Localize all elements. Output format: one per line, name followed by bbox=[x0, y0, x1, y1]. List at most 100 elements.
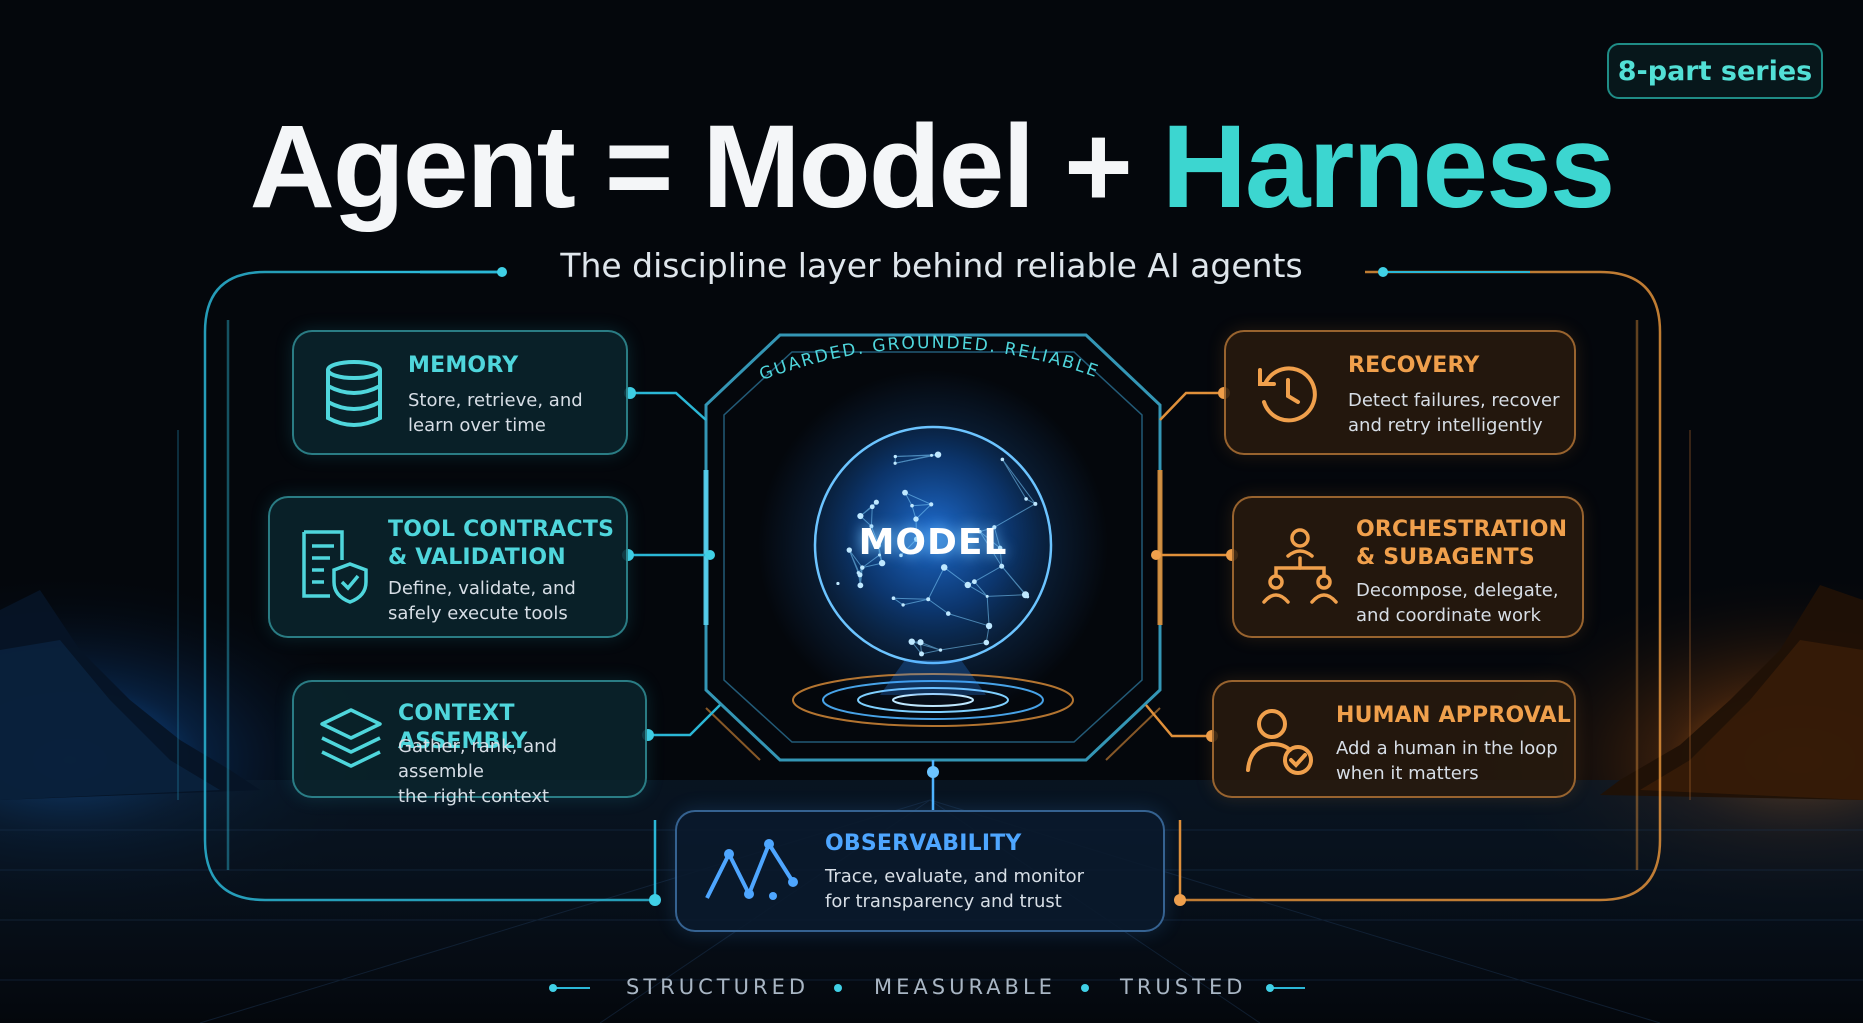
mesh-node bbox=[869, 504, 875, 510]
tool-contracts-card: TOOL CONTRACTS & VALIDATION Define, vali… bbox=[268, 496, 628, 638]
mesh-line bbox=[904, 492, 932, 505]
mesh-line bbox=[967, 584, 988, 597]
context-assembly-card: CONTEXT ASSEMBLY Gather, rank, and assem… bbox=[292, 680, 647, 807]
mesh-line bbox=[870, 526, 880, 546]
model-label: MODEL bbox=[858, 522, 1008, 563]
recovery-label: RECOVERY bbox=[1348, 353, 1480, 378]
mesh-node bbox=[992, 525, 997, 530]
shield-document-icon bbox=[302, 530, 368, 604]
mesh-node bbox=[878, 553, 882, 557]
main-title: Agent = Model + Harness bbox=[0, 108, 1863, 226]
mesh-line bbox=[870, 506, 873, 527]
mesh-node bbox=[913, 536, 920, 542]
mesh-node bbox=[869, 524, 874, 529]
org-chart-icon bbox=[1262, 528, 1338, 604]
layers-icon bbox=[320, 708, 382, 768]
mesh-line bbox=[915, 504, 932, 520]
mesh-node bbox=[997, 545, 1003, 551]
orchestration-desc: Decompose, delegate, and coordinate work bbox=[1356, 580, 1559, 626]
orchestration-label: ORCHESTRATION & SUBAGENTS bbox=[1356, 517, 1568, 570]
mesh-node bbox=[945, 611, 951, 616]
mesh-line bbox=[862, 562, 883, 569]
mesh-line bbox=[1001, 565, 1028, 598]
mesh-line bbox=[999, 547, 1003, 567]
mesh-node bbox=[908, 638, 915, 645]
mesh-node bbox=[917, 639, 924, 646]
mesh-node bbox=[999, 563, 1005, 569]
mesh-line bbox=[986, 596, 990, 626]
recovery-desc: Detect failures, recover and retry intel… bbox=[1348, 390, 1560, 436]
mesh-line bbox=[993, 527, 1001, 549]
mesh-node bbox=[902, 489, 908, 496]
observability-desc: Trace, evaluate, and monitor for transpa… bbox=[825, 866, 1084, 912]
mesh-line bbox=[848, 549, 861, 576]
mesh-node bbox=[978, 529, 982, 534]
mesh-line bbox=[979, 531, 1001, 549]
mesh-node bbox=[873, 499, 879, 505]
mesh-line bbox=[943, 567, 969, 586]
memory-label: MEMORY bbox=[408, 353, 519, 378]
mesh-node bbox=[1024, 497, 1028, 501]
mesh-node bbox=[846, 547, 852, 553]
mesh-node bbox=[860, 565, 865, 570]
mesh-line bbox=[974, 565, 1002, 583]
human-approval-label: HUMAN APPROVAL bbox=[1336, 703, 1571, 728]
mesh-line bbox=[979, 531, 1003, 567]
observability-label: OBSERVABILITY bbox=[825, 831, 1022, 856]
database-icon bbox=[326, 360, 382, 427]
mesh-line bbox=[927, 598, 949, 614]
mesh-line bbox=[893, 597, 904, 606]
mesh-line bbox=[915, 519, 918, 540]
mesh-line bbox=[940, 642, 987, 651]
mesh-node bbox=[929, 502, 934, 507]
mesh-line bbox=[893, 597, 929, 600]
footer-structured: STRUCTURED bbox=[626, 975, 810, 999]
mesh-node bbox=[901, 603, 905, 607]
mesh-node bbox=[919, 651, 925, 657]
mesh-line bbox=[987, 594, 1026, 597]
mesh-line bbox=[1001, 459, 1036, 505]
mesh-line bbox=[895, 454, 932, 464]
memory-card: MEMORY Store, retrieve, and learn over t… bbox=[292, 330, 628, 455]
mesh-node bbox=[926, 597, 931, 602]
footer-measurable: MEASURABLE bbox=[874, 975, 1056, 999]
mesh-line bbox=[900, 538, 917, 556]
mesh-line bbox=[979, 526, 995, 533]
mesh-node bbox=[1000, 457, 1005, 462]
mesh-node bbox=[913, 516, 919, 522]
title-part-accent: Harness bbox=[1161, 101, 1616, 233]
mesh-node bbox=[985, 622, 993, 630]
user-check-icon bbox=[1246, 709, 1313, 775]
context-assembly-label: CONTEXT ASSEMBLY bbox=[398, 701, 528, 754]
mesh-node bbox=[934, 451, 942, 458]
mesh-node bbox=[893, 454, 898, 459]
memory-desc: Store, retrieve, and learn over time bbox=[408, 390, 583, 436]
mesh-node bbox=[930, 453, 934, 457]
graph-icon bbox=[705, 839, 798, 900]
mesh-line bbox=[895, 454, 932, 458]
mesh-node bbox=[899, 553, 903, 558]
mesh-line bbox=[927, 567, 945, 600]
mesh-line bbox=[861, 554, 880, 569]
mesh-node bbox=[964, 581, 971, 589]
mesh-line bbox=[1001, 459, 1027, 500]
tool-contracts-desc: Define, validate, and safely execute too… bbox=[388, 578, 576, 624]
orchestration-card: ORCHESTRATION & SUBAGENTS Decompose, del… bbox=[1232, 496, 1584, 638]
mesh-node bbox=[891, 596, 896, 600]
mesh-node bbox=[940, 564, 948, 571]
mesh-line bbox=[948, 613, 990, 627]
mesh-line bbox=[848, 549, 863, 568]
mesh-node bbox=[857, 582, 864, 589]
tool-contracts-label: TOOL CONTRACTS & VALIDATION bbox=[388, 517, 615, 570]
history-icon bbox=[1258, 366, 1317, 423]
mesh-line bbox=[920, 641, 941, 651]
mesh-node bbox=[878, 559, 886, 567]
mesh-line bbox=[921, 649, 941, 655]
mesh-node bbox=[836, 581, 840, 586]
mesh-line bbox=[903, 598, 929, 606]
mesh-line bbox=[912, 503, 932, 507]
mesh-node bbox=[938, 648, 943, 652]
mesh-node bbox=[857, 512, 864, 520]
observability-card: OBSERVABILITY Trace, evaluate, and monit… bbox=[675, 810, 1165, 932]
